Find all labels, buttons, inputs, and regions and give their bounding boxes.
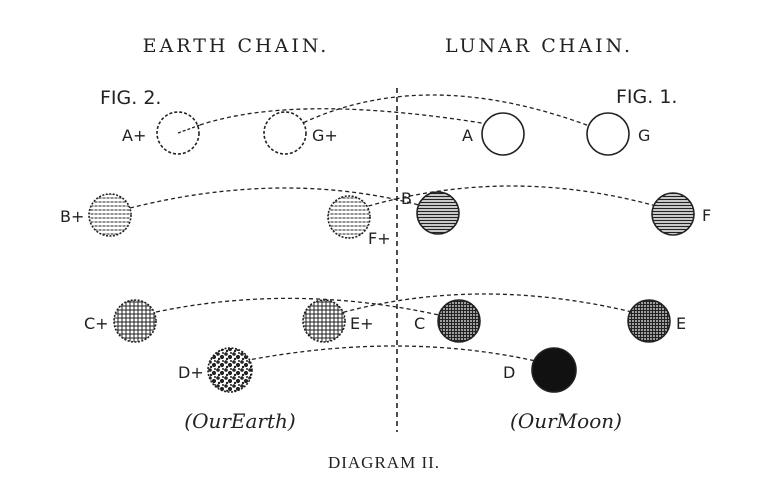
earth-globe-c: C+ xyxy=(84,299,157,343)
earth-globe-g: G+ xyxy=(263,111,338,155)
earth-globe-f-label: F+ xyxy=(368,229,391,248)
arc-earth-f-to-lunar-f xyxy=(354,185,671,211)
our-moon-caption: (OurMoon) xyxy=(510,409,622,433)
fig-2-label: FIG. 2. xyxy=(100,87,161,109)
diagram-title: DIAGRAM II. xyxy=(328,453,440,472)
lunar-globe-a-label: A xyxy=(462,126,473,145)
lunar-globe-b-label: B xyxy=(401,189,412,208)
lunar-globe-b: B xyxy=(401,189,460,235)
earth-globe-a: A+ xyxy=(122,111,201,155)
arc-earth-d-to-lunar-d xyxy=(237,345,541,363)
earth-globe-c-label: C+ xyxy=(84,314,109,333)
lunar-globe-f: F xyxy=(651,192,711,236)
earth-globe-b: B+ xyxy=(60,193,132,237)
lunar-globe-d: D xyxy=(503,347,577,393)
lunar-globe-e-label: E xyxy=(676,314,686,333)
arc-earth-g-to-lunar-g xyxy=(284,94,606,133)
lunar-globe-f-label: F xyxy=(702,206,711,225)
lunar-globe-g: G xyxy=(586,112,650,156)
lunar-chain-header: LUNAR CHAIN. xyxy=(445,35,633,57)
connection-lines xyxy=(129,94,671,363)
arc-earth-e-to-lunar-e xyxy=(329,293,649,317)
earth-globe-d-label: D+ xyxy=(178,363,204,382)
earth-globe-d: D+ xyxy=(178,347,253,393)
earth-globe-b-label: B+ xyxy=(60,207,84,226)
earth-globe-g-label: G+ xyxy=(312,126,338,145)
fig-1-label: FIG. 1. xyxy=(616,86,677,108)
lunar-globe-c-label: C xyxy=(414,314,425,333)
arc-earth-b-to-lunar-b xyxy=(129,187,431,209)
arc-earth-c-to-lunar-c xyxy=(155,297,453,319)
earth-chain-header: EARTH CHAIN. xyxy=(143,35,330,57)
earth-globe-a-label: A+ xyxy=(122,126,146,145)
lunar-chain-globes: A G B F C E D xyxy=(401,112,711,393)
lunar-globe-a: A xyxy=(462,112,525,156)
lunar-globe-d-label: D xyxy=(503,363,515,382)
earth-globe-e: E+ xyxy=(302,299,374,343)
earth-globe-e-label: E+ xyxy=(350,314,374,333)
earth-chain-globes: A+ G+ B+ F+ C+ E+ D+ xyxy=(60,111,391,393)
lunar-globe-g-label: G xyxy=(638,126,650,145)
our-earth-caption: (OurEarth) xyxy=(184,409,295,433)
arc-earth-a-to-lunar-a xyxy=(199,108,501,127)
lunar-globe-c: C xyxy=(414,299,481,343)
earth-globe-f: F+ xyxy=(327,195,391,248)
lunar-globe-e: E xyxy=(627,299,686,343)
